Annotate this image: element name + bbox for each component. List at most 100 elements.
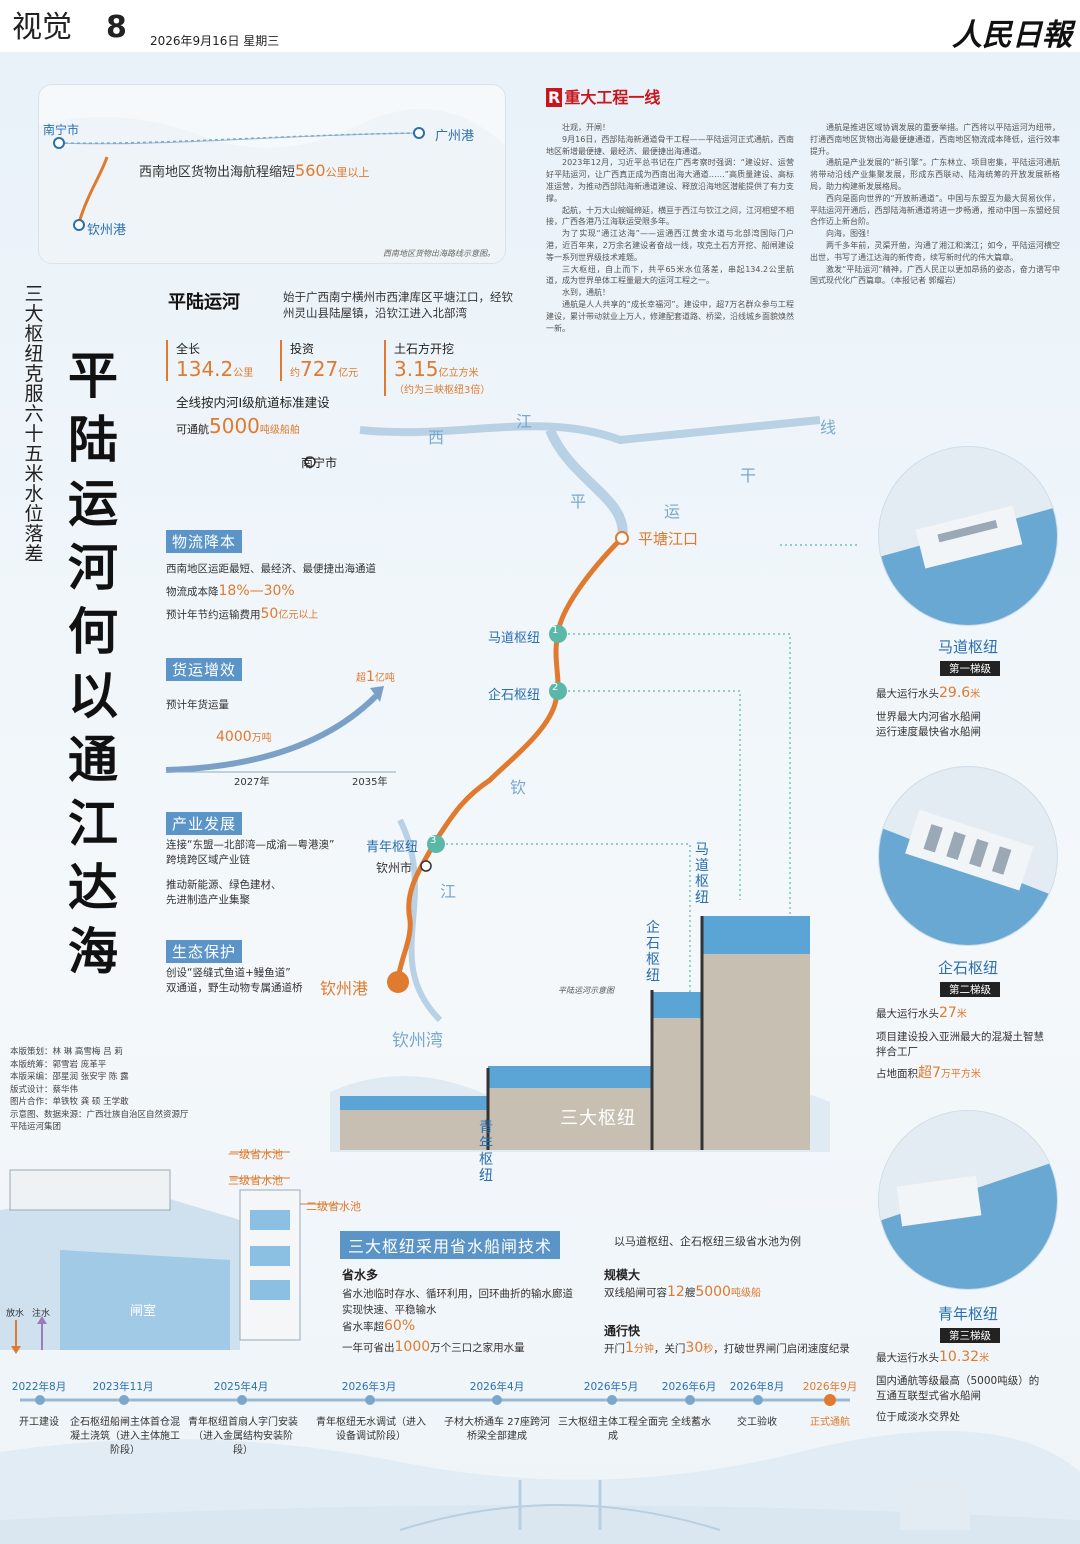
lock-scale-heading: 规模大 <box>604 1268 641 1282</box>
lock-save-text: 省水池临时存水、循环利用，回环曲折的输水廊道实现快速、平稳输水 省水率超60% … <box>342 1288 573 1355</box>
timeline-event: 青年枢纽首扇人字门安装（进入金属结构安装阶段） <box>188 1417 298 1456</box>
madao-hub-illustration <box>878 446 1058 626</box>
navigation-standard: 全线按内河Ⅰ级航道标准建设 <box>176 395 330 410</box>
map-qinzhou-bay-label: 钦州湾 <box>392 1031 443 1051</box>
vertical-headline: 平陆运河何以通江达海 <box>68 346 118 981</box>
lock-chamber-label: 闸室 <box>130 1304 157 1319</box>
freight-year-2027: 2027年 <box>234 777 270 788</box>
map-label-nanning: 南宁市 <box>301 456 338 470</box>
lock-speed-heading: 通行快 <box>604 1324 641 1338</box>
article-column-2: 通航是推进区域协调发展的重要举措。广西将以平陆运河为纽带，打通西南地区货物出海最… <box>810 123 1060 286</box>
section-text-logistics: 西南地区运距最短、最经济、最便捷出海通道 物流成本降18%—30% 预计年节约运… <box>166 563 376 622</box>
timeline-event: 开工建设 <box>19 1417 59 1428</box>
map-hub-number-1: 1 <box>552 625 559 636</box>
ship-capacity: 可通航5000吨级船舶 <box>176 414 300 438</box>
section-text-industry: 连接“东盟—北部湾—成渝—粤港澳”跨境跨区域产业链 推动新能源、绿色建材、先进制… <box>166 839 335 906</box>
qishi-hub-illustration <box>878 766 1058 946</box>
river-char: 钦 <box>510 778 527 797</box>
map-madao-label: 马道枢纽 <box>488 631 541 646</box>
lock-tech-title: 三大枢纽采用省水船闸技术 <box>340 1231 561 1259</box>
section-title-industry: 产业发展 <box>166 812 243 835</box>
freight-2027-value: 4000万吨 <box>216 729 272 745</box>
river-char: 运 <box>664 502 681 521</box>
map-qishi-label: 企石枢纽 <box>488 688 541 703</box>
qingnian-hub-illustration <box>878 1110 1058 1290</box>
stair-label-madao: 马道枢纽 <box>695 842 709 906</box>
water-level-stairs <box>340 916 810 1150</box>
fill-label: 注水 <box>32 1309 51 1319</box>
timeline-event: 交工验收 <box>737 1417 777 1428</box>
lock-scale-text: 双线船闸可容12艘5000吨级船 <box>604 1284 761 1300</box>
map-qinzhou-city-label: 钦州市 <box>376 861 413 875</box>
river-char: 西 <box>428 428 445 447</box>
section-name: 视觉 <box>12 10 72 45</box>
timeline-date: 2026年8月 <box>729 1381 785 1393</box>
lock-save-heading: 省水多 <box>342 1268 379 1282</box>
river-char: 线 <box>820 418 837 437</box>
timeline-event: 三大枢纽主体工程全面完成 <box>558 1417 668 1442</box>
lock-tech-subtitle: 以马道枢纽、企石枢纽三级省水池为例 <box>614 1235 801 1248</box>
timeline-event-final: 正式通航 <box>810 1417 850 1428</box>
page-number: 8 <box>106 10 127 45</box>
stair-label-qishi: 企石枢纽 <box>646 920 660 984</box>
timeline-date: 2026年5月 <box>583 1381 639 1393</box>
page-header: 视觉 8 2026年9月16日 星期三 人民日報 <box>0 0 1080 54</box>
issue-date: 2026年9月16日 星期三 <box>150 34 280 48</box>
hub-text-qishi: 最大运行水头27米 项目建设投入亚洲最大的混凝土智慧拌合工厂 占地面积超7万平方… <box>876 1005 1044 1081</box>
section-title-freight: 货运增效 <box>166 658 243 681</box>
river-char: 平 <box>570 492 587 511</box>
article-column-1: 壮观，开闸！9月16日，西部陆海新通道骨干工程——平陆运河正式通航，西南地区新增… <box>546 123 794 333</box>
freight-2035-value: 超1亿吨 <box>356 669 395 685</box>
freight-growth-arrow <box>166 686 396 773</box>
map-hub-number-2: 2 <box>552 682 559 693</box>
timeline-date: 2023年11月 <box>92 1381 154 1393</box>
section-text-freight: 预计年货运量 <box>166 699 229 711</box>
timeline-event: 青年枢纽无水调试（进入设备调试阶段） <box>316 1417 426 1442</box>
river-char: 江 <box>516 412 533 431</box>
map-note: 平陆运河示意图 <box>558 986 614 995</box>
freight-year-2035: 2035年 <box>352 777 388 788</box>
timeline-axis <box>20 1394 850 1406</box>
stat-length: 全长 134.2公里 <box>166 340 253 381</box>
hub-step-qishi: 第二梯级 <box>940 982 1000 997</box>
canal-description: 始于广西南宁横州市西津库区平塘江口，经钦州灵山县陆屋镇，沿钦江进入北部湾 <box>283 290 513 320</box>
lock-pool-level-1: 一级省水池 <box>228 1148 283 1161</box>
timeline-date: 2022年8月 <box>11 1381 67 1393</box>
map-qingnian-label: 青年枢纽 <box>366 840 419 855</box>
hub-title-qingnian: 青年枢纽 <box>937 1305 998 1323</box>
timeline-date: 2026年3月 <box>341 1381 397 1393</box>
stat-earthwork: 土石方开挖 3.15亿立方米 （约为三峡枢纽3倍） <box>384 340 490 396</box>
ship-lock-diagram <box>0 1151 340 1354</box>
inset-nanning-label: 南宁市 <box>43 123 80 137</box>
inset-guangzhou-label: 广州港 <box>435 129 475 144</box>
map-pingtang-label: 平塘江口 <box>638 530 699 548</box>
inset-note: 西南地区货物出海路线示意图。 <box>383 249 495 258</box>
timeline-date-final: 2026年9月 <box>802 1381 858 1393</box>
stat-investment: 投资 约727亿元 <box>280 340 358 381</box>
lock-pool-level-2: 二级省水池 <box>306 1200 361 1213</box>
bottom-bridge-illustration <box>0 1480 1080 1544</box>
inset-qinzhou-label: 钦州港 <box>87 223 127 238</box>
river-char: 干 <box>740 466 757 485</box>
lock-speed-text: 开门1分钟，关门30秒，打破世界闸门启闭速度纪录 <box>604 1340 850 1356</box>
drain-label: 放水 <box>6 1309 25 1319</box>
canal-route-map <box>304 416 860 1040</box>
timeline-event: 子材大桥通车 27座跨河桥梁全部建成 <box>444 1417 550 1442</box>
timeline-date: 2026年6月 <box>661 1381 717 1393</box>
vertical-subheadline: 三大枢纽克服六十五米水位落差 <box>24 283 44 565</box>
hub-text-qingnian: 最大运行水头10.32米 国内通航等级最高（5000吨级）的互通互联型式省水船闸… <box>876 1349 1040 1424</box>
section-title-logistics: 物流降本 <box>166 530 243 553</box>
hub-step-madao: 第一梯级 <box>940 661 1000 676</box>
inset-map-graphic <box>39 109 505 263</box>
hub-step-qingnian: 第三梯级 <box>940 1328 1000 1343</box>
inset-caption: 西南地区货物出海航程缩短560公里以上 <box>139 161 370 180</box>
hub-title-madao: 马道枢纽 <box>937 638 998 656</box>
three-hubs-label: 三大枢纽 <box>560 1108 636 1129</box>
newspaper-logo: 人民日報 <box>952 18 1072 53</box>
map-hub-number-3: 3 <box>430 835 437 846</box>
timeline-date: 2025年4月 <box>213 1381 269 1393</box>
section-text-ecology: 创设“竖缝式鱼道+鳗鱼道”双通道，野生动物专属通道桥 <box>166 967 303 994</box>
stair-label-qingnian: 青年枢纽 <box>479 1120 493 1184</box>
